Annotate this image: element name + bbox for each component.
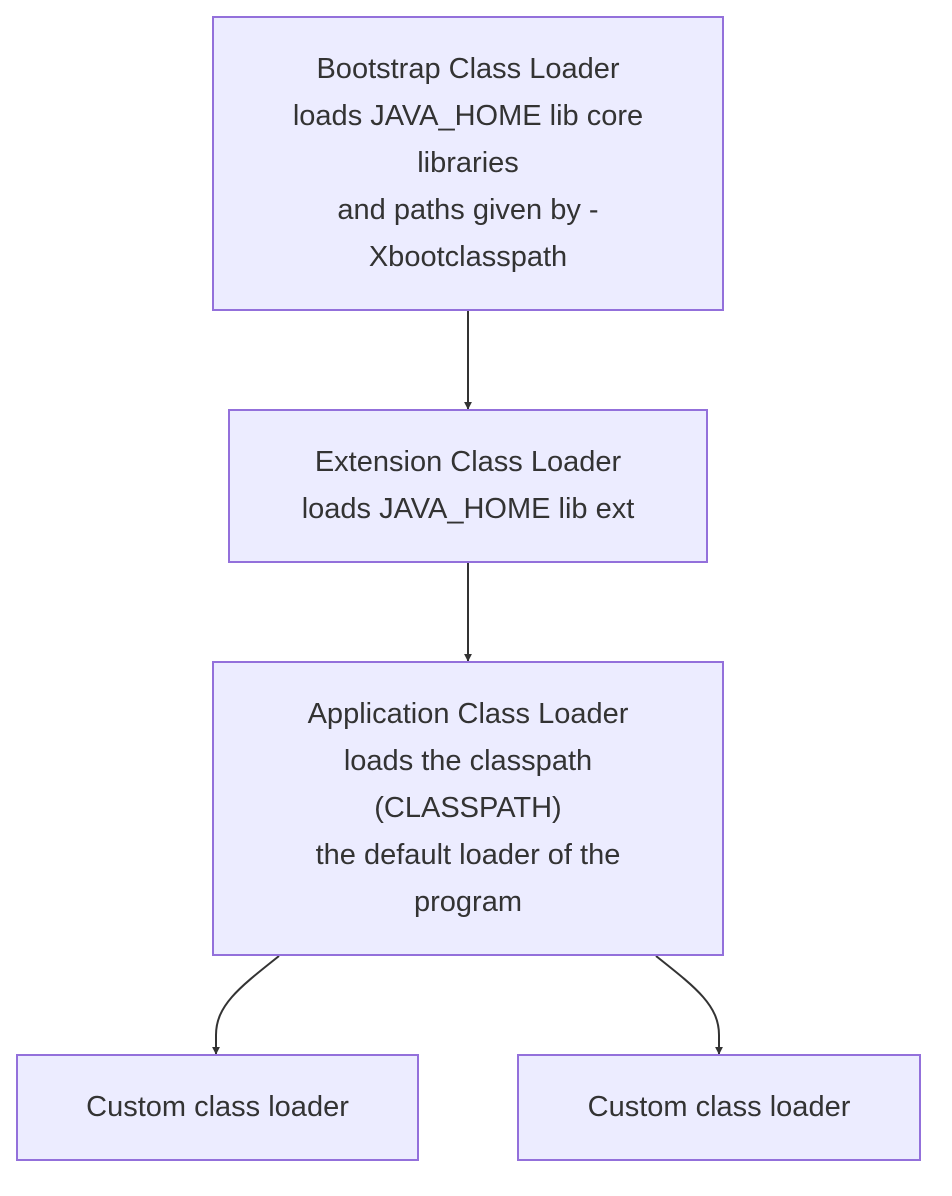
node-text-line: loads the classpath	[343, 745, 593, 777]
node-text-line: Bootstrap Class Loader	[316, 53, 620, 85]
node-extension-class-loader: Extension Class Loader loads JAVA_HOME l…	[228, 409, 708, 563]
edge-application-to-custom-1	[212, 955, 280, 1055]
node-text-line: and paths given by -	[337, 194, 599, 226]
node-text-line: (CLASSPATH)	[374, 792, 562, 824]
node-text-line: libraries	[417, 147, 519, 179]
node-text-line: Extension Class Loader	[314, 446, 622, 478]
node-text-line: loads JAVA_HOME lib ext	[301, 493, 635, 525]
node-text-line: Custom class loader	[587, 1091, 851, 1123]
edge-application-to-custom-2	[655, 955, 723, 1055]
node-application-class-loader: Application Class Loader loads the class…	[212, 661, 724, 956]
node-text-line: Custom class loader	[86, 1091, 349, 1123]
node-text-line: loads JAVA_HOME lib core	[292, 100, 644, 132]
node-text-line: the default loader of the	[315, 839, 621, 871]
node-text-line: Xbootclasspath	[368, 241, 568, 273]
node-custom-class-loader-left: Custom class loader	[16, 1054, 419, 1161]
node-custom-class-loader-right: Custom class loader	[517, 1054, 921, 1161]
node-bootstrap-class-loader: Bootstrap Class Loader loads JAVA_HOME l…	[212, 16, 724, 311]
node-text-line: program	[414, 886, 522, 918]
node-text-line: Application Class Loader	[307, 698, 629, 730]
